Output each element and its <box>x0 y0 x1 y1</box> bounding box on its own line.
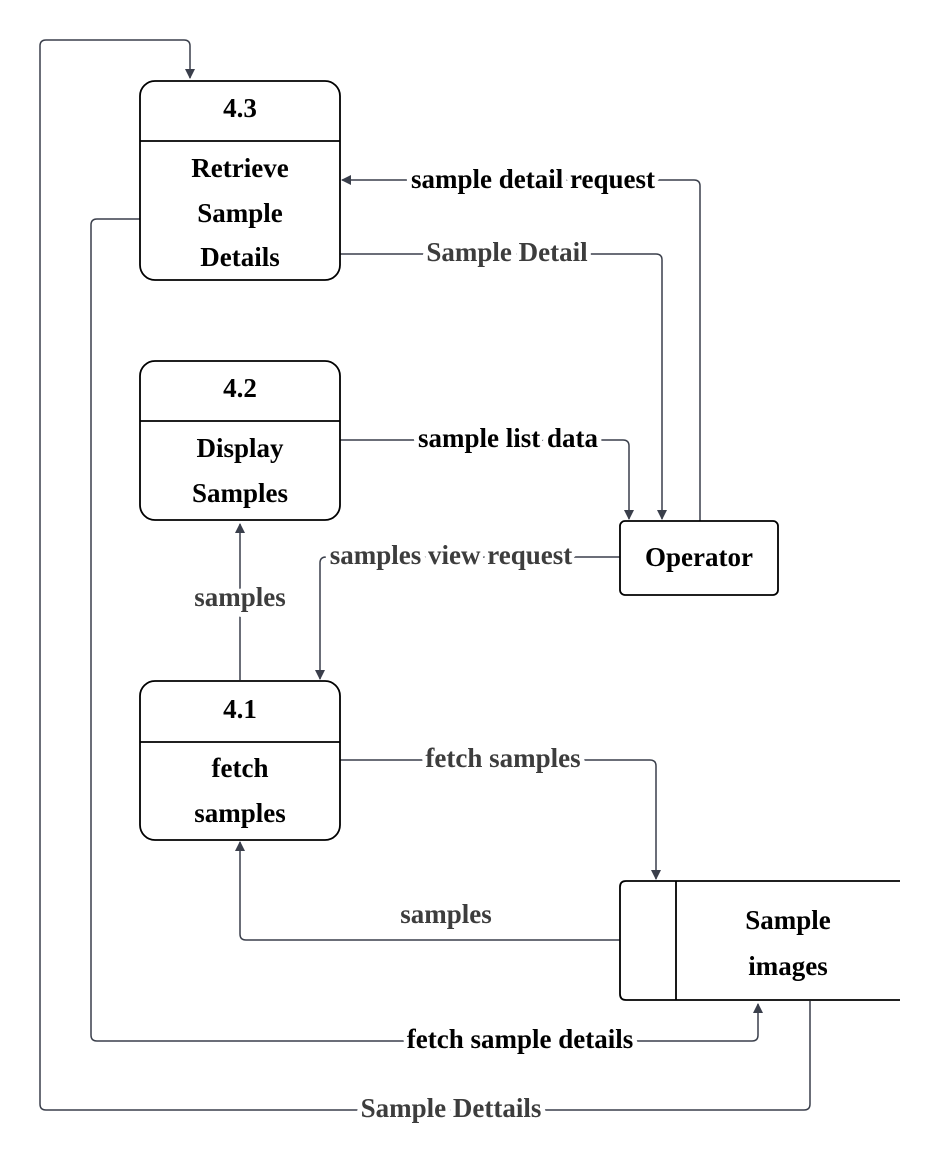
process-label-line: Samples <box>192 478 288 508</box>
flow-line-fetch-samples <box>340 759 661 880</box>
process-number: 4.1 <box>223 694 257 724</box>
flow-label-sample-dettails: Sample Dettails <box>361 1093 542 1123</box>
process-label-line: Sample <box>197 198 283 228</box>
entity-label: Operator <box>645 542 753 572</box>
flow-line-sample-detail-request <box>341 175 701 521</box>
flow-label-samples-return: samples <box>400 899 492 929</box>
flow-label-sample-list-data: sample list data <box>418 423 599 453</box>
flow-line-samples-view-request <box>315 556 620 680</box>
process-label-line: samples <box>194 798 286 828</box>
flow-line-sample-list-data <box>340 439 634 520</box>
flow-line-fetch-sample-details <box>90 218 763 1042</box>
flow-line-sample-detail <box>340 253 667 520</box>
flow-label-samples-up: samples <box>194 582 286 612</box>
datastore-label-line: Sample <box>745 905 831 935</box>
flow-label-samples-view-request: samples view request <box>330 540 573 570</box>
process-label-line: fetch <box>212 753 269 783</box>
process-label-line: Retrieve <box>191 153 288 183</box>
flow-label-fetch-samples: fetch samples <box>425 743 580 773</box>
flow-line-sample-dettails <box>39 39 811 1111</box>
flow-line-samples-return <box>235 841 620 941</box>
process-number: 4.2 <box>223 373 257 403</box>
process-label-line: Details <box>200 242 279 272</box>
process-number: 4.3 <box>223 93 257 123</box>
process-4-2: 4.2 Display Samples <box>139 360 341 521</box>
flow-label-sample-detail: Sample Detail <box>426 237 588 267</box>
datastore-sample-images: Sample images <box>619 880 900 1001</box>
flow-label-sample-detail-request: sample detail request <box>411 164 655 194</box>
flow-label-fetch-sample-details: fetch sample details <box>407 1024 633 1054</box>
process-label-line: Display <box>196 433 284 463</box>
process-4-1: 4.1 fetch samples <box>139 680 341 841</box>
datastore-label-line: images <box>748 951 827 981</box>
process-4-3: 4.3 Retrieve Sample Details <box>139 80 341 281</box>
entity-operator: Operator <box>619 520 779 596</box>
